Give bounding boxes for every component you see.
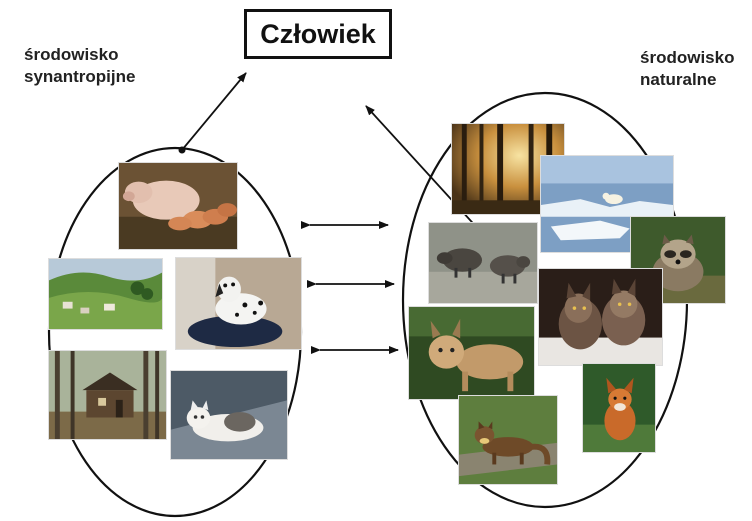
- wild-boars-photo: [428, 222, 538, 304]
- village-landscape-photo: [48, 258, 163, 330]
- pigs-photo: [118, 162, 238, 250]
- red-fox-photo: [582, 363, 656, 453]
- synanthropic-label-line2: synantropijne: [24, 67, 136, 86]
- lynx-photo: [408, 306, 535, 400]
- natural-label-line1: środowisko: [640, 48, 735, 67]
- arrow-synanthropic-to-human: [181, 72, 247, 151]
- pine-marten-photo: [458, 395, 558, 485]
- wolves-photo: [538, 268, 663, 366]
- cat-photo: [170, 370, 288, 460]
- arrow-natural-to-human: [365, 105, 492, 244]
- wooden-house-forest-photo: [48, 350, 167, 440]
- synanthropic-label-line1: środowisko: [24, 45, 119, 64]
- natural-environment-label: środowisko naturalne: [640, 47, 734, 91]
- dalmatian-dog-photo: [175, 257, 302, 350]
- natural-label-line2: naturalne: [640, 70, 717, 89]
- synanthropic-environment-label: środowisko synantropijne: [24, 44, 135, 88]
- human-title-box: Człowiek: [244, 9, 392, 59]
